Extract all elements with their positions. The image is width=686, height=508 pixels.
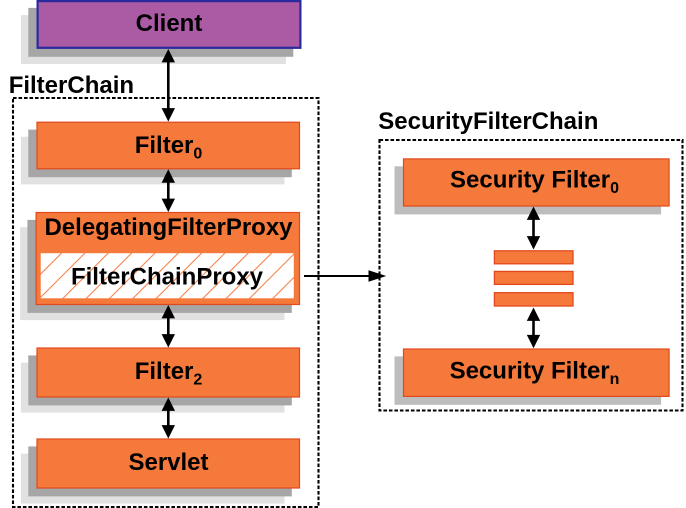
svg-text:Security Filtern: Security Filtern	[450, 357, 620, 388]
svg-text:Security Filter0: Security Filter0	[450, 167, 619, 198]
svg-text:SecurityFilterChain: SecurityFilterChain	[378, 108, 598, 135]
svg-text:Servlet: Servlet	[128, 449, 208, 476]
svg-text:Filter2: Filter2	[135, 358, 203, 389]
svg-text:Client: Client	[136, 10, 203, 37]
svg-text:Filter0: Filter0	[135, 132, 203, 163]
svg-text:DelegatingFilterProxy: DelegatingFilterProxy	[44, 214, 293, 241]
svg-text:FilterChain: FilterChain	[9, 72, 134, 99]
svg-text:FilterChainProxy: FilterChainProxy	[71, 263, 264, 290]
